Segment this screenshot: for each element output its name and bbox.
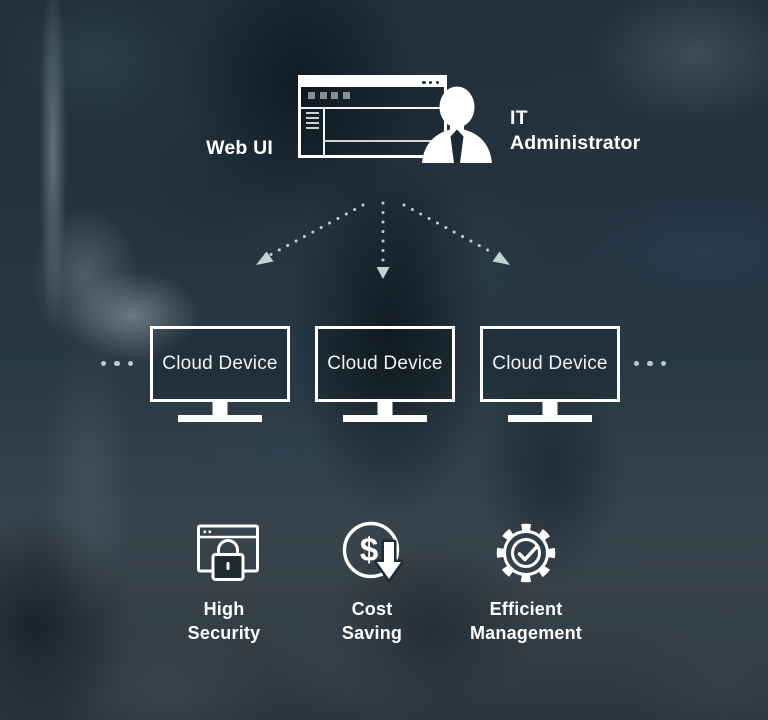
browser-toolbar-squares	[308, 92, 350, 99]
admin-role-line-1: IT	[510, 107, 528, 129]
browser-lock-icon	[197, 524, 259, 581]
monitor-stand-base	[508, 415, 592, 422]
dollar-sign: $	[360, 531, 378, 568]
admin-role-label: IT Administrator	[510, 106, 640, 156]
arrow-line-left	[268, 203, 365, 257]
web-ui-label: Web UI	[206, 137, 273, 159]
cloud-device-label: Cloud Device	[327, 353, 443, 374]
browser-window-controls-icon	[422, 80, 439, 84]
browser-window-icon	[298, 75, 447, 158]
dollar-down-arrow-icon: $	[342, 521, 404, 582]
cloud-device-monitor-2: Cloud Device	[315, 326, 455, 422]
feature-label-line: High	[203, 599, 245, 619]
browser-toolbar-divider	[301, 107, 444, 109]
arrowhead-center	[376, 267, 390, 279]
it-administrator-silhouette-icon	[422, 86, 492, 163]
arrowhead-right	[492, 251, 510, 265]
feature-label-line: Management	[469, 623, 583, 643]
gear-check-icon	[496, 523, 556, 583]
browser-sidebar-divider	[323, 109, 325, 155]
admin-role-line-2: Administrator	[510, 132, 641, 154]
feature-label-line: Cost	[351, 599, 393, 619]
monitor-stand-neck	[542, 399, 558, 415]
monitor-stand-neck	[212, 399, 228, 415]
arrow-line-right	[402, 203, 497, 256]
cloud-device-label: Cloud Device	[492, 353, 608, 374]
cloud-device-monitor-1: Cloud Device	[150, 326, 290, 422]
monitor-stand-base	[178, 415, 262, 422]
feature-label-line: Efficient	[489, 599, 563, 619]
more-devices-indicator-right	[634, 361, 667, 367]
feature-label-cost-saving: Cost Saving	[302, 597, 442, 645]
browser-content-divider	[325, 140, 444, 142]
feature-label-line: Security	[187, 623, 261, 643]
menu-lines-icon	[306, 112, 319, 132]
feature-label-efficient-management: Efficient Management	[446, 597, 606, 645]
cloud-device-monitor-3: Cloud Device	[480, 326, 620, 422]
monitor-stand-neck	[377, 399, 393, 415]
dotted-distribution-arrows	[256, 201, 510, 279]
monitor-stand-base	[343, 415, 427, 422]
browser-titlebar	[301, 78, 444, 87]
arrowhead-left	[256, 251, 274, 265]
cloud-device-label: Cloud Device	[162, 353, 278, 374]
feature-label-high-security: High Security	[154, 597, 294, 645]
more-devices-indicator-left	[101, 361, 134, 367]
feature-label-line: Saving	[341, 623, 403, 643]
